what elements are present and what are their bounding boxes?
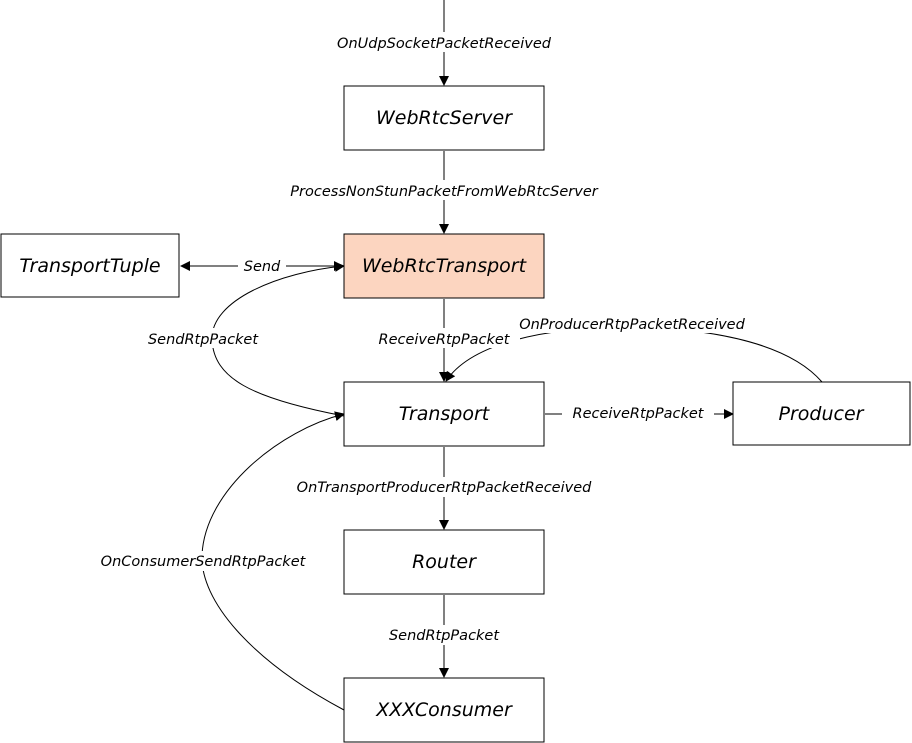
node-label: Router [412, 551, 477, 573]
edge-label-receive-rtp-packet-right: ReceiveRtpPacket [573, 406, 705, 422]
edge-label-on-transport-producer-rtp-packet-received: OnTransportProducerRtpPacketReceived [297, 480, 592, 496]
node-transport: Transport [343, 381, 545, 447]
edge-label-on-consumer-send-rtp-packet: OnConsumerSendRtpPacket [101, 554, 307, 570]
node-webrtc-transport: WebRtcTransport [343, 233, 545, 299]
edge-label-send-rtp-packet-up: SendRtpPacket [148, 332, 259, 348]
node-label: WebRtcServer [376, 107, 513, 129]
edge-label-group-send: Send [238, 256, 286, 276]
node-transport-tuple: TransportTuple [0, 233, 180, 298]
edge-label-group-on-transport-producer: OnTransportProducerRtpPacketReceived [270, 477, 618, 497]
edge-label-group-send-rtp-up: SendRtpPacket [136, 328, 270, 348]
edge-label-group-send-rtp-down: SendRtpPacket [376, 625, 512, 645]
edge-label-group-process: ProcessNonStunPacketFromWebRtcServer [266, 180, 622, 200]
node-router: Router [343, 529, 545, 595]
edge-label-send-rtp-packet-down: SendRtpPacket [389, 628, 500, 644]
node-label: XXXConsumer [375, 699, 513, 721]
node-producer: Producer [732, 381, 911, 446]
node-xxx-consumer: XXXConsumer [343, 677, 545, 743]
edge-label-group-on-producer: OnProducerRtpPacketReceived [500, 313, 764, 333]
node-label: WebRtcTransport [362, 255, 528, 277]
edge-label-on-producer-rtp-packet-received: OnProducerRtpPacketReceived [519, 317, 745, 333]
edge-label-group-receive-right: ReceiveRtpPacket [562, 403, 714, 423]
edge-label-process-non-stun-packet: ProcessNonStunPacketFromWebRtcServer [290, 184, 598, 200]
node-label: TransportTuple [19, 255, 160, 277]
node-webrtc-server: WebRtcServer [343, 85, 545, 151]
edge-label-receive-rtp-packet-down: ReceiveRtpPacket [379, 332, 511, 348]
edge-label-group-receive-down: ReceiveRtpPacket [368, 328, 520, 348]
node-label: Producer [779, 403, 865, 425]
node-label: Transport [399, 403, 491, 425]
edge-label-group-on-consumer: OnConsumerSendRtpPacket [82, 551, 324, 571]
edge-label-on-udp-socket-packet-received: OnUdpSocketPacketReceived [337, 36, 552, 52]
edge-label-group-udp: OnUdpSocketPacketReceived [322, 32, 566, 52]
edge-label-send: Send [244, 259, 281, 275]
